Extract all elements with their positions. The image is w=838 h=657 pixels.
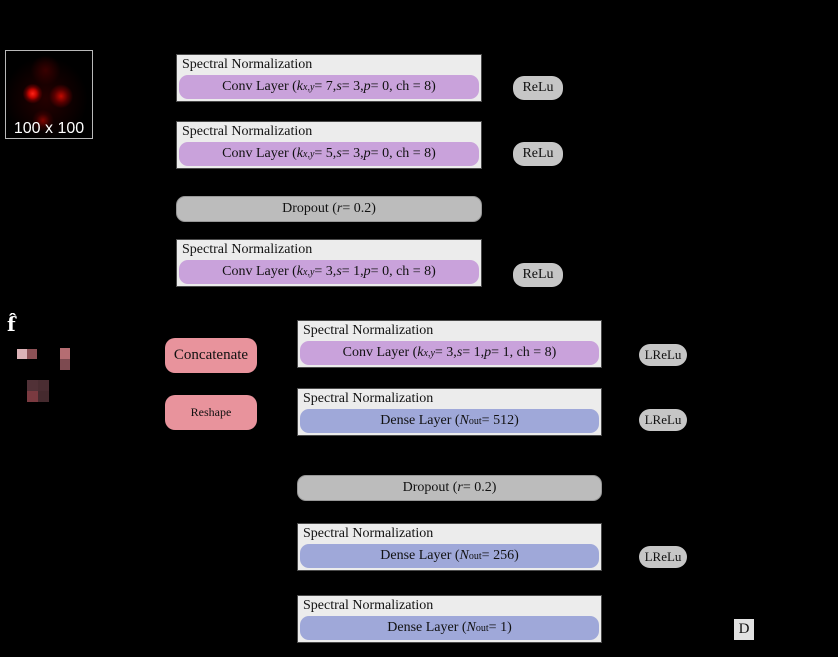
feature-map-square [27,391,38,402]
relu-pill-3: ReLu [513,263,563,287]
concatenate-label: Concatenate [173,347,249,363]
relu-pill-1: ReLu [513,76,563,100]
feature-map-square [60,359,70,370]
feature-map-square [38,391,49,402]
dropout-pill-2: Dropout (r = 0.2) [297,475,602,501]
relu-pill-2: ReLu [513,142,563,166]
input-size-label: 100 x 100 [13,120,85,137]
lrelu-pill-2: LReLu [639,409,687,431]
spectral-norm-label: Spectral Normalization [182,242,313,257]
feature-map-square [38,380,49,391]
spectral-norm-label: Spectral Normalization [303,598,434,613]
lrelu-pill-3: LReLu [639,546,687,568]
concatenate-pill: Concatenate [165,338,257,373]
feature-map-square [27,349,37,359]
spectral-norm-label: Spectral Normalization [303,526,434,541]
discriminator-output-box: D [734,619,754,640]
spectral-norm-label: Spectral Normalization [182,57,313,72]
spectral-norm-label: Spectral Normalization [182,124,313,139]
dropout-pill-1: Dropout (r = 0.2) [176,196,482,222]
feature-map-square [60,348,70,359]
reshape-label: Reshape [190,405,232,419]
reshape-pill: Reshape [165,395,257,430]
feature-map-square [17,349,27,359]
feature-map-square [27,380,38,391]
fhat-label: f̂ [7,312,16,336]
spectral-norm-label: Spectral Normalization [303,391,434,406]
input-image-psf: 100 x 100 [5,50,93,139]
spectral-norm-label: Spectral Normalization [303,323,434,338]
lrelu-pill-1: LReLu [639,344,687,366]
